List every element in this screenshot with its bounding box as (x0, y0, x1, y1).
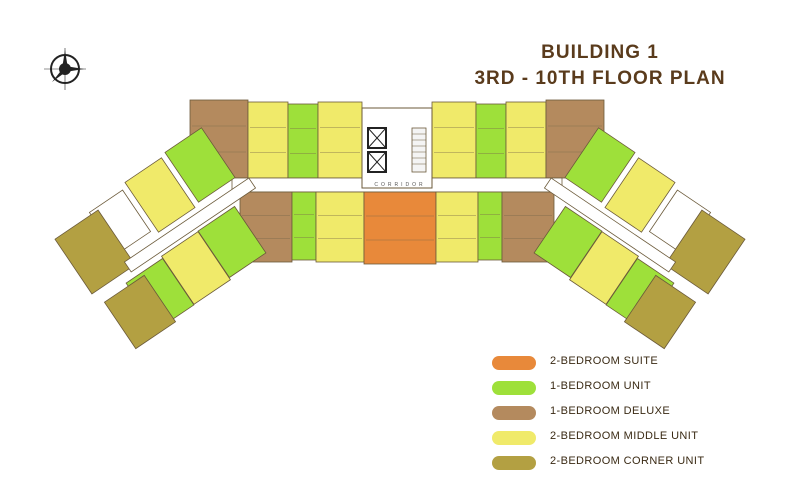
unit-right-wing-2 (664, 209, 746, 295)
elevator-core (361, 107, 433, 189)
unit-left-wing-1 (124, 157, 196, 233)
unit-top-2 (287, 103, 319, 179)
unit-right-wing-1 (604, 157, 676, 233)
unit-top-5 (475, 103, 507, 179)
legend-item-2br-suite: 2-BEDROOM SUITE (492, 350, 782, 375)
legend-swatch (492, 356, 536, 370)
floor-range-title: 3RD - 10TH FLOOR PLAN (474, 68, 726, 89)
north-arrow-icon (40, 44, 90, 94)
unit-bottom-3 (363, 191, 437, 265)
unit-right-wing-6 (623, 274, 697, 350)
legend-swatch (492, 381, 536, 395)
building-title: BUILDING 1 (541, 42, 659, 63)
floor-plan-units (54, 99, 746, 350)
unit-left-wing-0 (164, 127, 236, 203)
right-wing-corridor (543, 177, 677, 273)
legend-item-1br-deluxe: 1-BEDROOM DELUXE (492, 400, 782, 425)
unit-right-wing-0 (564, 127, 636, 203)
legend-item-2br-middle: 2-BEDROOM MIDDLE UNIT (492, 425, 782, 450)
unit-top-3 (317, 101, 363, 179)
left-wing-corridor (123, 177, 257, 273)
legend-label: 2-BEDROOM MIDDLE UNIT (550, 430, 699, 442)
unit-type-legend: 2-BEDROOM SUITE 1-BEDROOM UNIT 1-BEDROOM… (492, 350, 782, 475)
legend-swatch (492, 406, 536, 420)
unit-left-wing-6 (103, 274, 177, 350)
legend-label: 1-BEDROOM DELUXE (550, 405, 671, 417)
unit-top-4 (431, 101, 477, 179)
corridor-label: CORRIDOR (374, 182, 425, 188)
plan-title: BUILDING 1 3RD - 10TH FLOOR PLAN (470, 40, 730, 92)
legend-item-1br-unit: 1-BEDROOM UNIT (492, 375, 782, 400)
legend-swatch (492, 456, 536, 470)
legend-item-2br-corner: 2-BEDROOM CORNER UNIT (492, 450, 782, 475)
unit-bottom-1 (291, 191, 317, 261)
legend-label: 1-BEDROOM UNIT (550, 380, 651, 392)
legend-swatch (492, 431, 536, 445)
unit-top-1 (247, 101, 289, 179)
unit-bottom-5 (477, 191, 503, 261)
legend-label: 2-BEDROOM SUITE (550, 355, 659, 367)
unit-bottom-2 (315, 191, 365, 263)
unit-top-6 (505, 101, 547, 179)
legend-label: 2-BEDROOM CORNER UNIT (550, 455, 705, 467)
unit-bottom-4 (435, 191, 479, 263)
